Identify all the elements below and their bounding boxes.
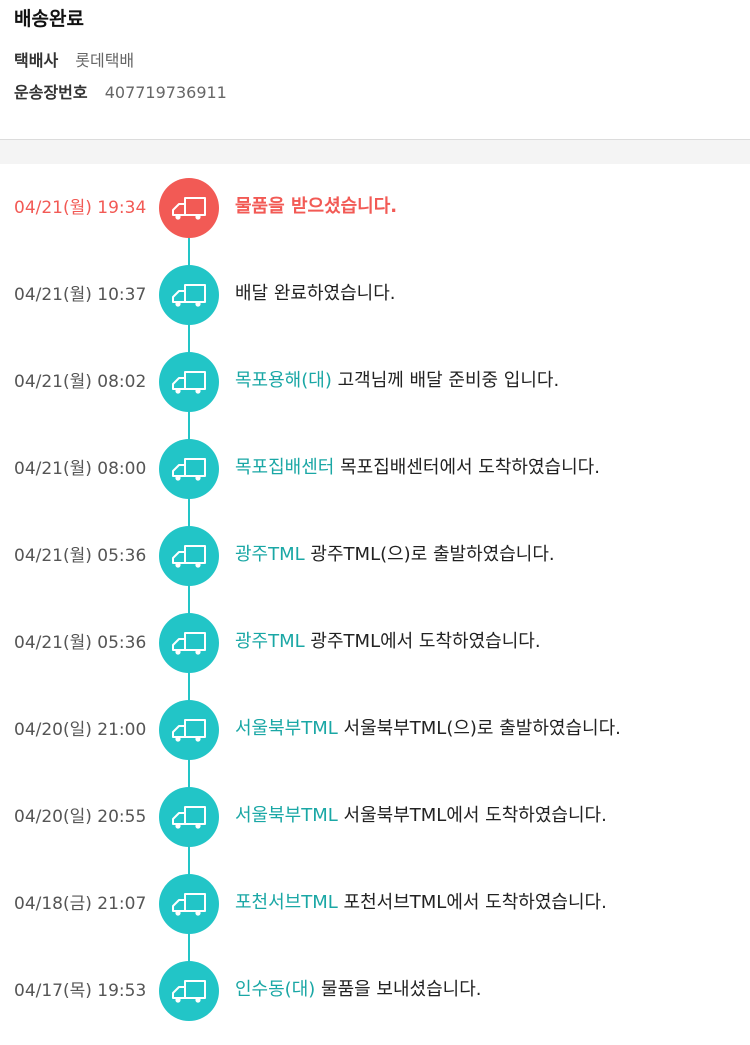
carrier-value: 롯데택배 xyxy=(75,51,135,70)
timeline-event: 04/21(월) 05:36 광주TML 광주TML에서 도착하였습니다. xyxy=(0,599,750,686)
event-message: 광주TML(으)로 출발하였습니다. xyxy=(310,544,555,565)
timeline-event: 04/21(월) 05:36 광주TML 광주TML(으)로 출발하였습니다. xyxy=(0,512,750,599)
event-location: 광주TML xyxy=(235,631,305,652)
event-time: 04/21(월) 10:37 xyxy=(14,285,147,305)
timeline-event: 04/20(일) 21:00 서울북부TML 서울북부TML(으)로 출발하였습니… xyxy=(0,686,750,773)
event-message-line: 포천서브TML 포천서브TML에서 도착하였습니다. xyxy=(235,892,607,914)
truck-icon xyxy=(159,265,219,325)
truck-icon xyxy=(159,352,219,412)
truck-icon xyxy=(159,961,219,1021)
event-message-line: 서울북부TML 서울북부TML에서 도착하였습니다. xyxy=(235,805,607,827)
event-location: 목포용해(대) xyxy=(235,370,332,391)
event-message-line: 목포집배센터 목포집배센터에서 도착하였습니다. xyxy=(235,457,600,479)
event-location: 광주TML xyxy=(235,544,305,565)
event-message: 물품을 받으셨습니다. xyxy=(235,196,398,217)
delivery-info-header: 배송완료 택배사 롯데택배 운송장번호 407719736911 xyxy=(0,0,750,140)
event-message-line: 물품을 받으셨습니다. xyxy=(235,196,397,218)
truck-icon xyxy=(159,526,219,586)
event-time: 04/21(월) 08:00 xyxy=(14,459,147,479)
truck-icon xyxy=(159,613,219,673)
event-message-line: 서울북부TML 서울북부TML(으)로 출발하였습니다. xyxy=(235,718,621,740)
event-time: 04/17(목) 19:53 xyxy=(14,981,147,1001)
truck-icon xyxy=(159,439,219,499)
event-time: 04/20(일) 21:00 xyxy=(14,720,147,740)
event-location: 서울북부TML xyxy=(235,805,338,826)
event-message-line: 배달 완료하였습니다. xyxy=(235,283,395,305)
timeline-event: 04/21(월) 10:37 배달 완료하였습니다. xyxy=(0,251,750,338)
event-message-line: 광주TML 광주TML에서 도착하였습니다. xyxy=(235,631,541,653)
truck-icon xyxy=(159,700,219,760)
delivery-status-title: 배송완료 xyxy=(14,8,84,30)
event-message-line: 목포용해(대) 고객님께 배달 준비중 입니다. xyxy=(235,370,559,392)
event-message: 서울북부TML(으)로 출발하였습니다. xyxy=(343,718,621,739)
event-time: 04/18(금) 21:07 xyxy=(14,894,147,914)
event-location: 포천서브TML xyxy=(235,892,338,913)
event-message: 포천서브TML에서 도착하였습니다. xyxy=(343,892,607,913)
timeline-event: 04/21(월) 08:00 목포집배센터 목포집배센터에서 도착하였습니다. xyxy=(0,425,750,512)
event-message: 배달 완료하였습니다. xyxy=(235,283,396,304)
tracking-number-label: 운송장번호 xyxy=(14,83,88,102)
event-message: 물품을 보내셨습니다. xyxy=(321,979,482,1000)
truck-icon xyxy=(159,874,219,934)
tracking-timeline: 04/21(월) 19:34 물품을 받으셨습니다. 04/21(월) 10:37 배… xyxy=(0,164,750,1034)
event-time: 04/21(월) 19:34 xyxy=(14,198,147,218)
event-message: 목포집배센터에서 도착하였습니다. xyxy=(340,457,600,478)
event-location: 인수동(대) xyxy=(235,979,316,1000)
carrier-row: 택배사 롯데택배 xyxy=(14,51,736,71)
timeline-event: 04/21(월) 08:02 목포용해(대) 고객님께 배달 준비중 입니다. xyxy=(0,338,750,425)
event-time: 04/21(월) 05:36 xyxy=(14,633,147,653)
event-message-line: 광주TML 광주TML(으)로 출발하였습니다. xyxy=(235,544,555,566)
event-message: 광주TML에서 도착하였습니다. xyxy=(310,631,541,652)
event-location: 서울북부TML xyxy=(235,718,338,739)
carrier-label: 택배사 xyxy=(14,51,59,70)
tracking-number-row: 운송장번호 407719736911 xyxy=(14,83,736,103)
timeline-event: 04/21(월) 19:34 물품을 받으셨습니다. xyxy=(0,164,750,251)
event-location: 목포집배센터 xyxy=(235,457,335,478)
timeline-event: 04/17(목) 19:53 인수동(대) 물품을 보내셨습니다. xyxy=(0,947,750,1034)
event-time: 04/20(일) 20:55 xyxy=(14,807,147,827)
timeline-event: 04/20(일) 20:55 서울북부TML 서울북부TML에서 도착하였습니다. xyxy=(0,773,750,860)
truck-icon xyxy=(159,787,219,847)
event-time: 04/21(월) 05:36 xyxy=(14,546,147,566)
timeline-connector-line xyxy=(188,208,190,991)
truck-icon xyxy=(159,178,219,238)
tracking-number-value: 407719736911 xyxy=(104,83,227,102)
event-message: 서울북부TML에서 도착하였습니다. xyxy=(343,805,607,826)
section-divider xyxy=(0,140,750,164)
event-message: 고객님께 배달 준비중 입니다. xyxy=(337,370,560,391)
event-time: 04/21(월) 08:02 xyxy=(14,372,147,392)
event-message-line: 인수동(대) 물품을 보내셨습니다. xyxy=(235,979,482,1001)
timeline-event: 04/18(금) 21:07 포천서브TML 포천서브TML에서 도착하였습니다. xyxy=(0,860,750,947)
